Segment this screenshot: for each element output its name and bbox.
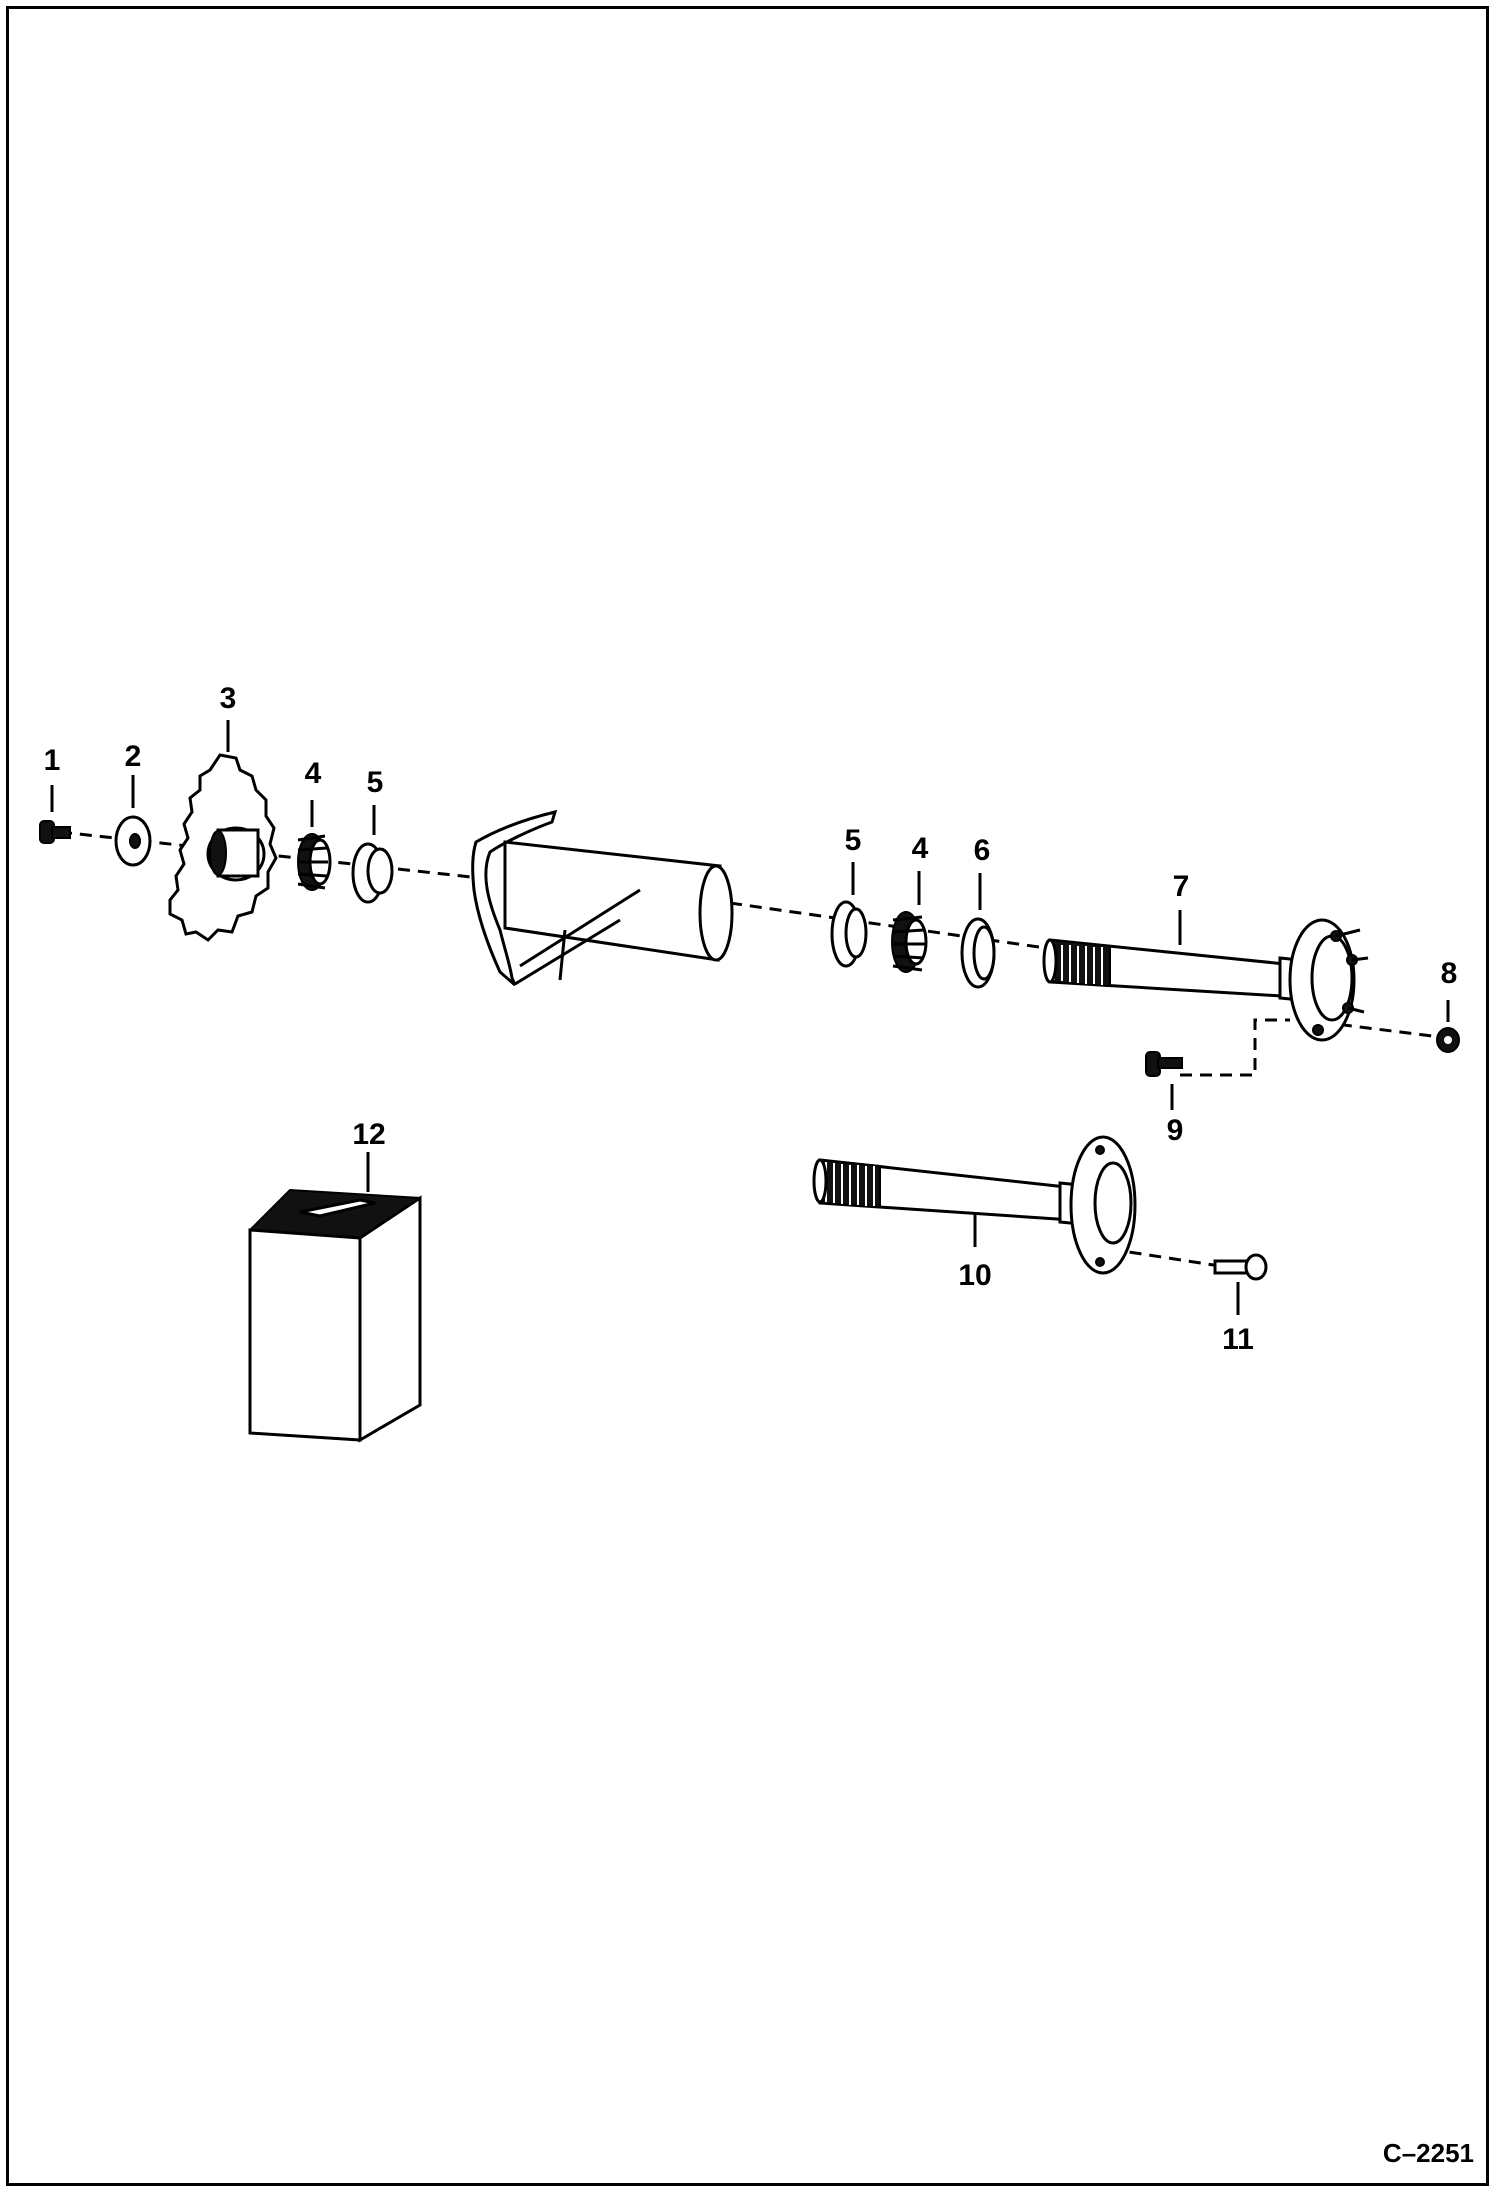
part-5-cup-right bbox=[830, 900, 868, 968]
callout-labels: 1 2 3 4 5 5 4 6 7 8 9 10 11 12 bbox=[44, 682, 1458, 1356]
part-3-sprocket bbox=[168, 753, 278, 942]
callout-10: 10 bbox=[958, 1259, 991, 1292]
part-10-axle-flange bbox=[812, 1135, 1137, 1275]
part-11-bolt bbox=[1213, 1253, 1268, 1281]
callout-leaders bbox=[50, 720, 1450, 1315]
part-4-bearing-left bbox=[297, 833, 332, 891]
callout-4-right: 4 bbox=[912, 832, 929, 865]
callout-2: 2 bbox=[125, 740, 142, 773]
figure-code: C–2251 bbox=[1383, 2138, 1474, 2168]
callout-5-right: 5 bbox=[845, 824, 862, 857]
part-4-bearing-right bbox=[891, 911, 928, 973]
callout-6: 6 bbox=[974, 834, 991, 867]
callout-1: 1 bbox=[44, 744, 61, 777]
part-7-axle-hub bbox=[1042, 918, 1369, 1042]
callout-11: 11 bbox=[1222, 1323, 1254, 1356]
part-5-cup-left bbox=[351, 842, 394, 904]
callout-3: 3 bbox=[220, 682, 237, 715]
drawing-frame bbox=[6, 6, 1489, 2186]
part-2-washer bbox=[114, 815, 152, 867]
callout-5-left: 5 bbox=[367, 766, 384, 799]
part-8-nut bbox=[1436, 1027, 1460, 1053]
callout-7: 7 bbox=[1173, 870, 1190, 903]
part-1-screw bbox=[39, 820, 71, 844]
axle-tube-housing bbox=[471, 809, 734, 987]
callout-12: 12 bbox=[352, 1118, 385, 1151]
callout-9: 9 bbox=[1167, 1114, 1184, 1147]
callout-4-left: 4 bbox=[305, 757, 322, 790]
callout-8: 8 bbox=[1441, 957, 1458, 990]
part-6-seal bbox=[960, 917, 996, 989]
part-12-kit-box bbox=[248, 1188, 422, 1443]
part-9-bolt bbox=[1145, 1051, 1183, 1077]
axis-centerline bbox=[59, 830, 1441, 1268]
